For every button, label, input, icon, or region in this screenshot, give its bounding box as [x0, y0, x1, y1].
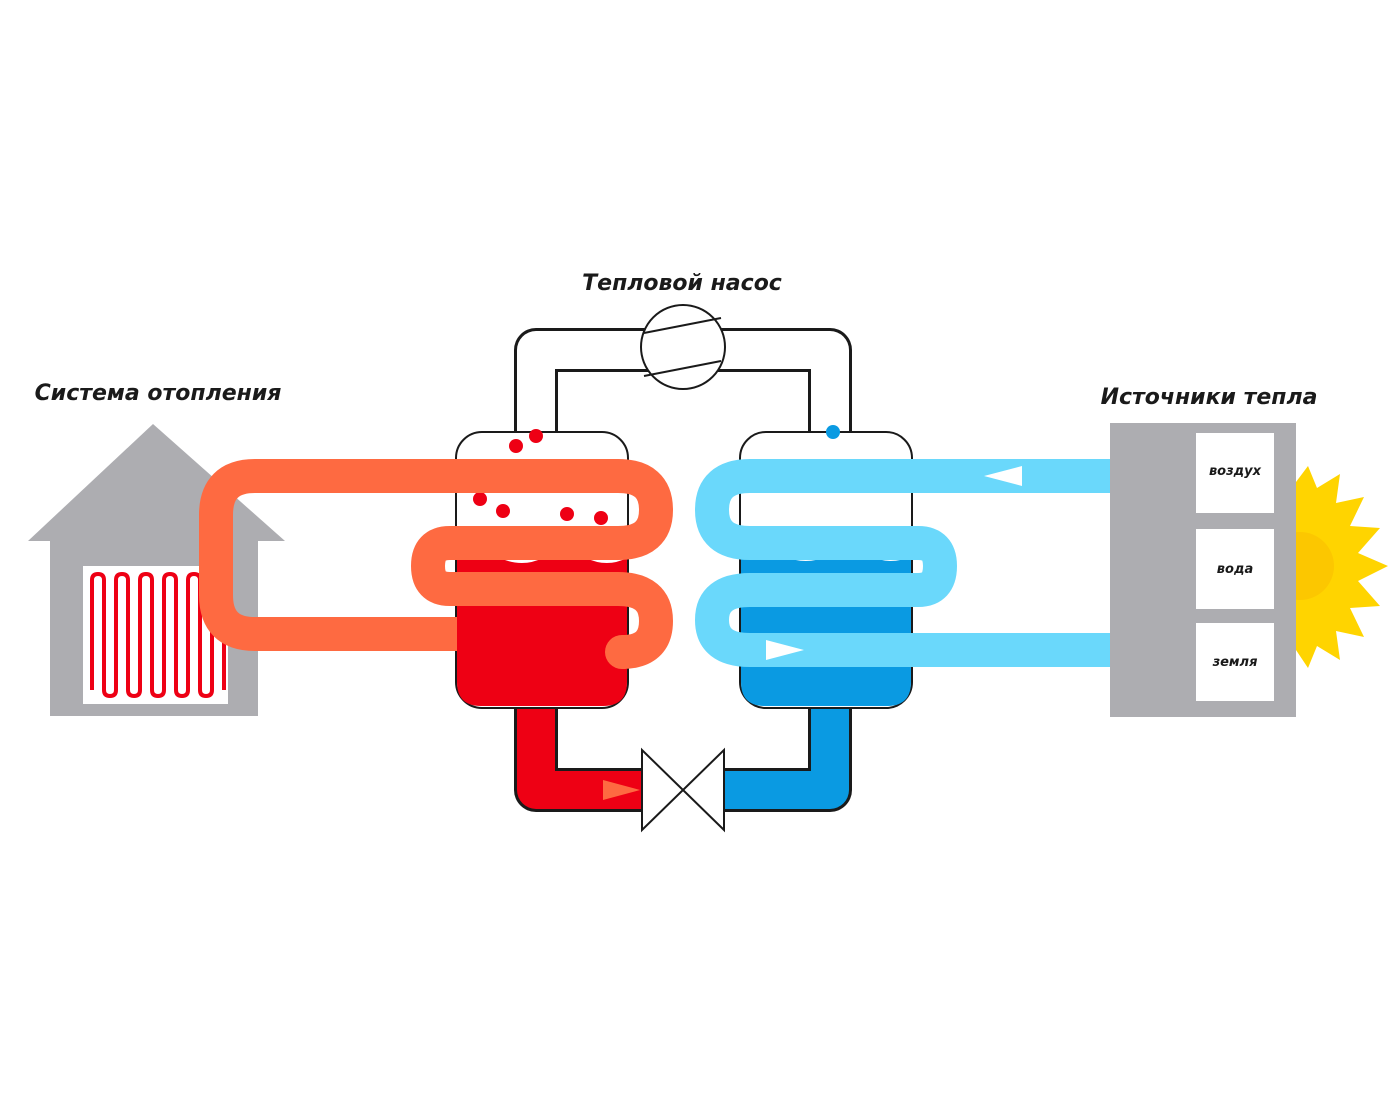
source-item-air	[1196, 433, 1274, 513]
source-item-water	[1196, 529, 1274, 609]
expansion-valve-icon	[641, 747, 725, 833]
source-item-ground	[1196, 623, 1274, 701]
source-label: земля	[1212, 655, 1258, 670]
heating-system-label: Система отопления	[35, 381, 282, 406]
compressor-icon	[640, 304, 726, 390]
heat-sources-label: Источники тепла	[1101, 385, 1318, 410]
heat-pump-label: Тепловой насос	[582, 271, 782, 296]
source-label: вода	[1217, 562, 1253, 577]
source-label: воздух	[1209, 464, 1262, 479]
refrigerant-bottom-circuit	[514, 678, 852, 812]
source-list: воздух вода земля	[1196, 433, 1274, 701]
flow-arrow-bottom	[603, 780, 640, 800]
flow-arrow-cold-top	[984, 466, 1022, 486]
flow-arrow-cold-bottom	[766, 640, 804, 660]
radiator-icon	[90, 571, 226, 699]
heating-loop	[199, 459, 673, 669]
